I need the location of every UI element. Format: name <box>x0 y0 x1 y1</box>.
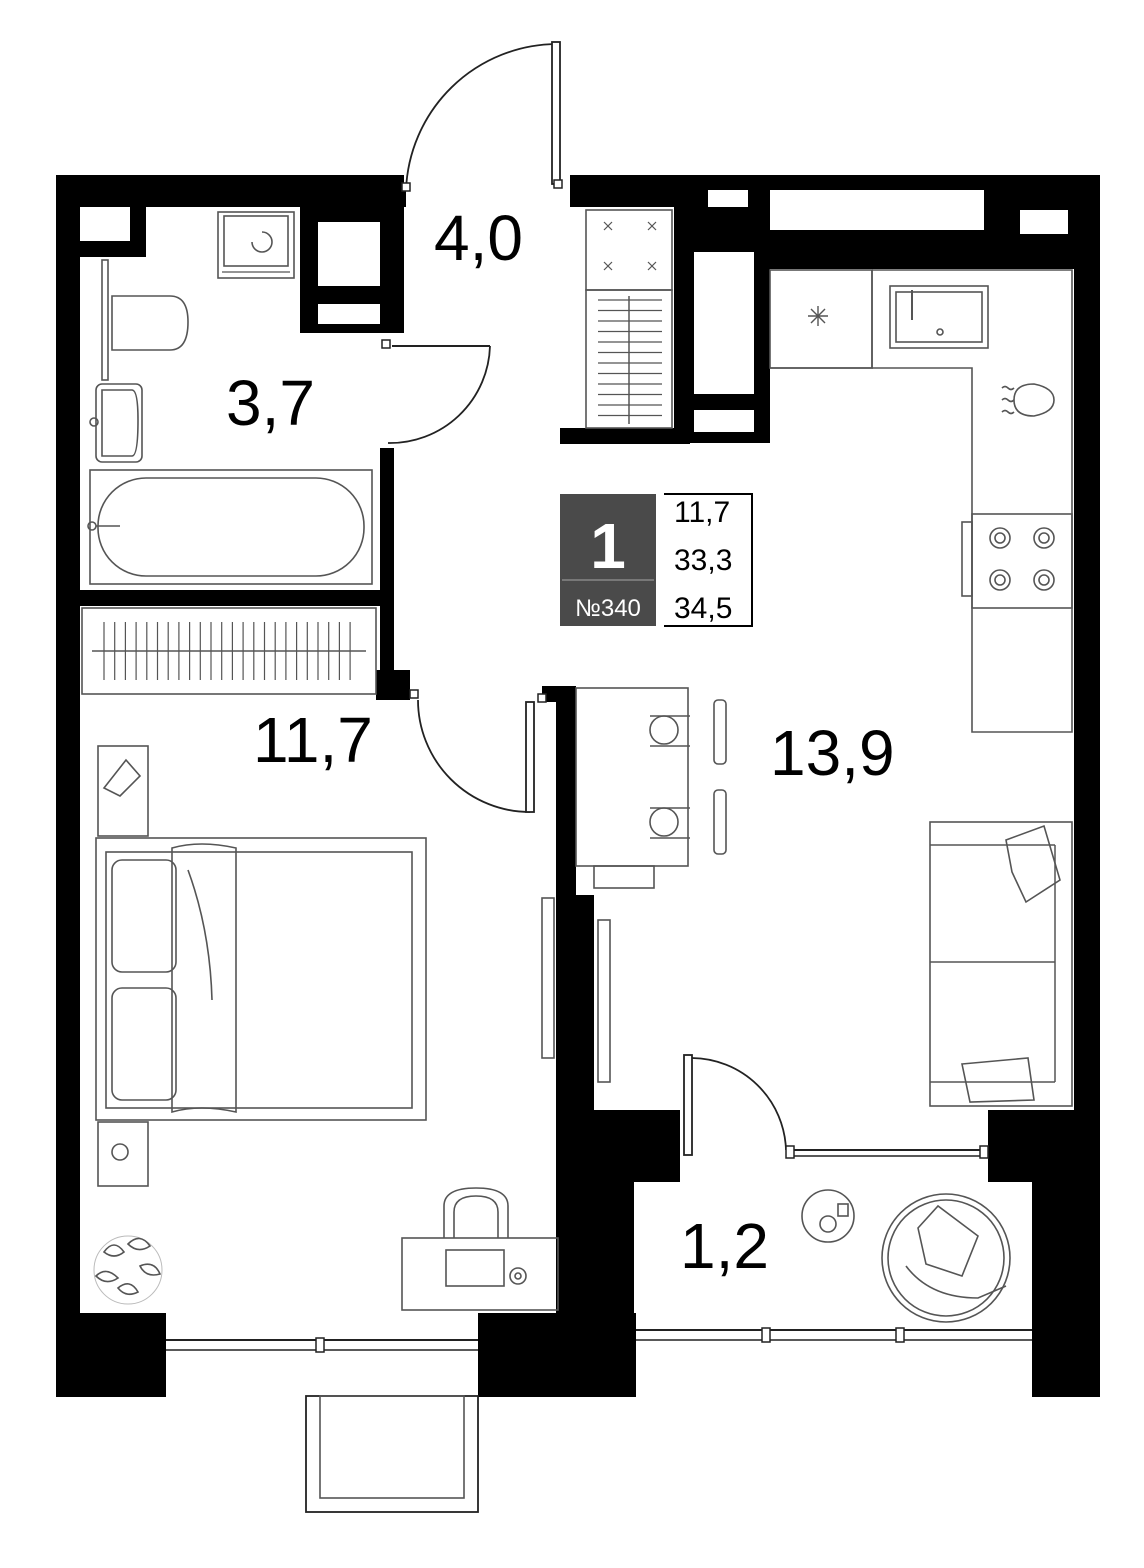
balcony-door <box>683 1054 989 1159</box>
room-label-kitchen-living: 13,9 <box>770 717 895 789</box>
balcony-table-icon <box>801 1189 855 1243</box>
dining-table-icon <box>575 687 727 889</box>
living-area: 11,7 <box>674 496 730 529</box>
total-area: 34,5 <box>674 592 732 625</box>
water-heater-icon <box>1001 383 1055 417</box>
walls <box>56 175 1100 1397</box>
sofa-icon <box>929 821 1073 1107</box>
sink-icon <box>89 383 143 463</box>
plant-icon <box>93 1235 163 1305</box>
apartment-info: 1 №340 11,7 33,3 34,5 <box>560 493 753 627</box>
washing-machine-icon <box>217 211 295 279</box>
bathtub-icon <box>87 469 373 585</box>
bathroom-door <box>381 339 491 444</box>
stove-icon <box>961 513 1073 609</box>
apartment-number: №340 <box>575 595 641 622</box>
bed-icon <box>95 837 427 1121</box>
room-label-hall: 4,0 <box>434 202 523 274</box>
room-label-bathroom: 3,7 <box>226 367 315 439</box>
kitchen-counter <box>769 269 1073 733</box>
windows <box>166 1327 1032 1353</box>
nightstand-icon <box>97 745 149 1187</box>
room-label-balcony: 1,2 <box>680 1210 769 1282</box>
entrance-door <box>401 41 563 192</box>
room-label-bedroom: 11,7 <box>253 704 373 776</box>
hall-shelf-icon <box>585 209 673 429</box>
bedroom-door <box>409 689 547 813</box>
toilet-icon <box>101 259 189 381</box>
tv-cabinet-icon <box>541 897 611 1083</box>
kitchen-sink-icon <box>889 285 989 349</box>
radiator-icon <box>81 607 377 695</box>
desk-icon <box>401 1187 559 1311</box>
rooms-badge <box>560 494 656 626</box>
balcony-chair-icon <box>881 1193 1011 1323</box>
total-area-no-balcony: 33,3 <box>674 544 732 577</box>
rooms-count: 1 <box>590 510 626 582</box>
bedroom-balcony <box>305 1395 479 1513</box>
